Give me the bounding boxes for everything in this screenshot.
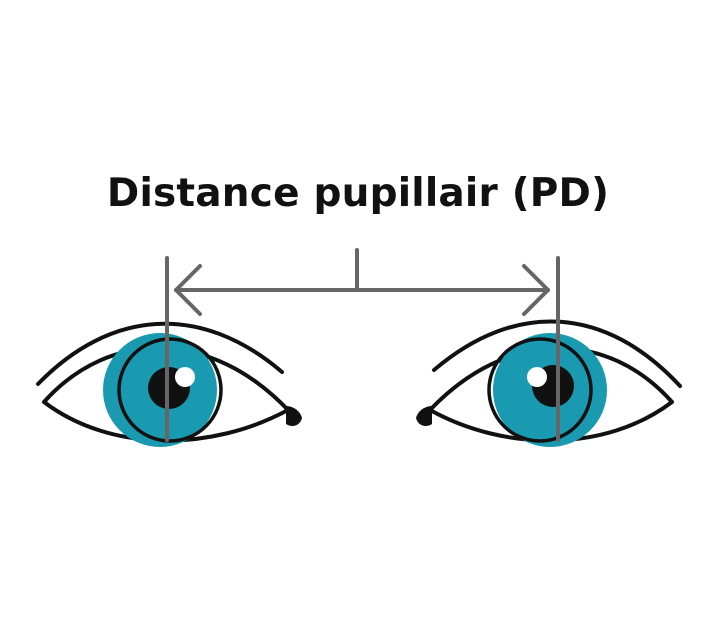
right-eye-corner <box>416 406 432 426</box>
left-iris-ring <box>117 337 223 443</box>
arrow-right-icon <box>522 264 550 316</box>
left-highlight <box>175 367 195 387</box>
left-eye-corner <box>286 406 302 426</box>
right-iris-ring <box>487 337 593 443</box>
left-eyebrow-crease <box>36 321 284 386</box>
pd-measurement <box>165 248 560 442</box>
arrow-left-icon <box>174 264 202 316</box>
left-eye-icon <box>36 321 302 447</box>
diagram-title: Distance pupillair (PD) <box>106 171 610 216</box>
right-eye-icon <box>416 319 682 447</box>
right-highlight <box>527 367 547 387</box>
